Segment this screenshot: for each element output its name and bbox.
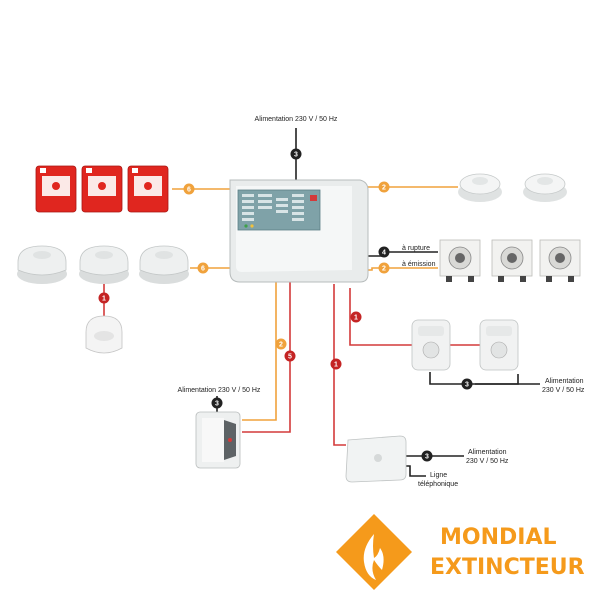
badge-text: 4 [382, 250, 386, 257]
smoke-detector [139, 245, 189, 284]
dialer-power-label-1: Alimentation [468, 449, 507, 456]
badge-left-device-power: 3 [211, 397, 223, 409]
sounder [479, 319, 519, 371]
brand-line-2: EXTINCTEUR [430, 555, 585, 580]
wire-sounders-power [429, 372, 519, 385]
badge-text: 1 [354, 315, 358, 322]
door-holders [439, 239, 581, 282]
door-holder [539, 239, 581, 282]
call-point [127, 165, 169, 213]
siren [85, 315, 123, 354]
badge-siren: 1 [98, 292, 110, 304]
ceiling-detectors-right [458, 173, 567, 202]
wire-rupture [360, 251, 438, 257]
door-holder [439, 239, 481, 282]
badge-text: 2 [382, 185, 386, 192]
labels: Alimentation 230 V / 50 Hz à rupture à é… [178, 116, 585, 488]
call-point [35, 165, 77, 213]
brand-logo: MONDIAL EXTINCTEUR [336, 514, 585, 590]
sounder-power-label-2: 230 V / 50 Hz [542, 387, 585, 394]
sounders [411, 319, 519, 371]
control-panel [229, 179, 369, 283]
flame-diamond-icon [336, 514, 412, 590]
badge-text: 6 [187, 187, 191, 194]
emission-label: à émission [402, 261, 436, 268]
wire-left-device-orange [242, 280, 277, 421]
badge-text: 2 [279, 342, 283, 349]
door-holder [491, 239, 533, 282]
telephone-dialer [345, 435, 407, 483]
badge-emission: 2 [378, 262, 390, 274]
badge-text: 5 [288, 354, 292, 361]
badge-rupture: 4 [378, 246, 390, 258]
badge-right-detectors: 2 [378, 181, 390, 193]
badge-text: 3 [465, 382, 469, 389]
phone-line-label-2: téléphonique [418, 481, 458, 488]
wire-sounders [349, 288, 412, 346]
badge-left-device-orange: 2 [275, 338, 287, 350]
badges: 3 6 2 4 2 6 1 1 3 2 5 3 1 3 [98, 148, 473, 462]
badge-text: 3 [294, 152, 298, 159]
smoke-detector [458, 173, 502, 202]
rupture-label: à rupture [402, 245, 430, 252]
wall-unit [195, 411, 241, 469]
badge-top-power: 3 [290, 148, 302, 160]
phone-line-label-1: Ligne [430, 472, 447, 479]
badge-call-points: 6 [183, 183, 195, 195]
badge-left-detectors: 6 [197, 262, 209, 274]
badge-text: 6 [201, 266, 205, 273]
badge-sounder-power: 3 [461, 378, 473, 390]
badge-dialer: 1 [330, 358, 342, 370]
ceiling-detectors-left [17, 245, 189, 284]
badge-text: 1 [334, 362, 338, 369]
sounder [411, 319, 451, 371]
badge-text: 2 [382, 266, 386, 273]
wall-unit-power-label: Alimentation 230 V / 50 Hz [178, 387, 261, 394]
manual-call-points [35, 165, 169, 213]
badge-text: 3 [425, 454, 429, 461]
badge-text: 1 [102, 296, 106, 303]
smoke-detector [79, 245, 129, 284]
badge-left-device-red: 5 [284, 350, 296, 362]
dialer-power-label-2: 230 V / 50 Hz [466, 458, 509, 465]
smoke-detector [523, 173, 567, 202]
call-point [81, 165, 123, 213]
brand-line-1: MONDIAL [440, 525, 557, 550]
top-power-label: Alimentation 230 V / 50 Hz [255, 116, 338, 123]
badge-text: 3 [215, 401, 219, 408]
wire-emission [360, 267, 438, 271]
wire-left-device-red [242, 280, 291, 433]
wire-dialer [333, 284, 346, 446]
alarm-led [310, 195, 317, 201]
smoke-detector [17, 245, 67, 284]
sounder-power-label-1: Alimentation [545, 378, 584, 385]
badge-dialer-power: 3 [421, 450, 433, 462]
badge-sounders: 1 [350, 311, 362, 323]
